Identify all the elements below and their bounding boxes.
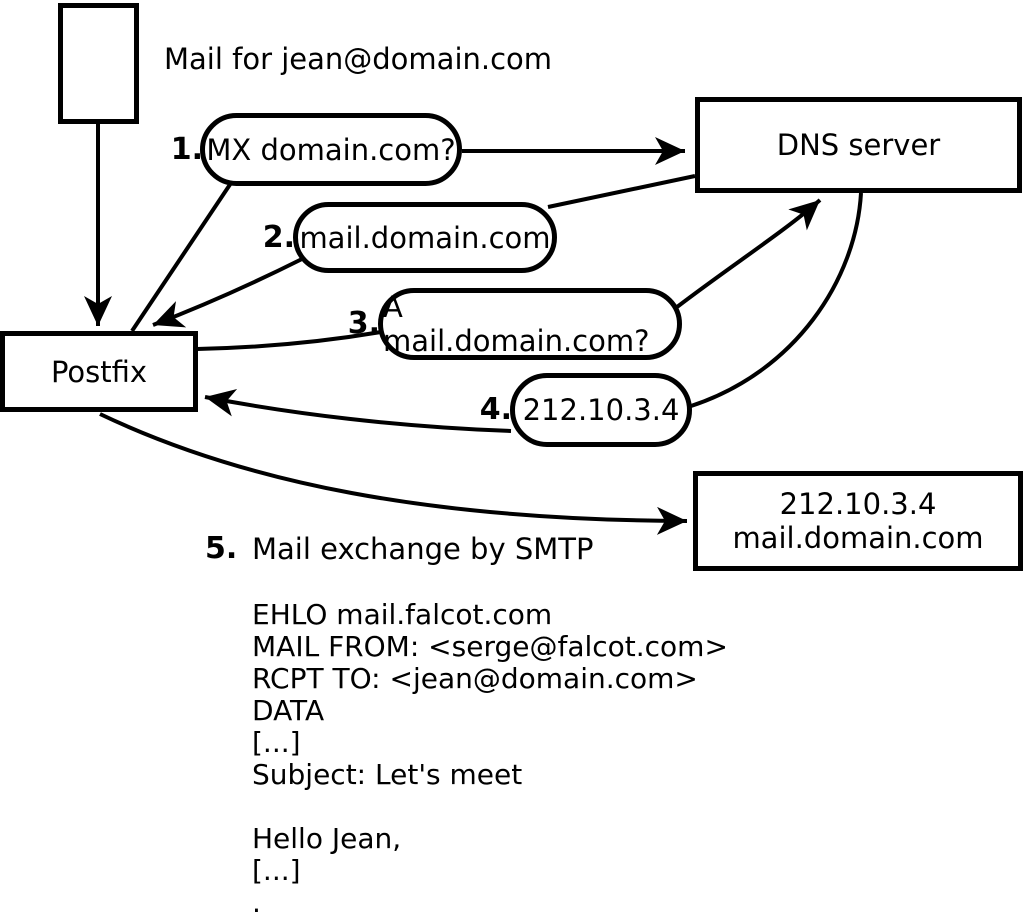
- arrow-mx-answer-to-postfix: [152, 257, 303, 328]
- mail-server-node: 212.10.3.4 mail.domain.com: [693, 471, 1023, 571]
- arrow-a-answer-to-postfix: [204, 388, 512, 433]
- smtp-line-ehlo: EHLO mail.falcot.com: [252, 598, 553, 631]
- step-1-number: 1.: [170, 132, 203, 167]
- step-2-mx-answer-bubble: mail.domain.com: [293, 202, 557, 273]
- mail-for-caption: Mail for jean@domain.com: [164, 42, 553, 76]
- smtp-line-subject: Subject: Let's meet: [252, 758, 523, 791]
- dns-server-label: DNS server: [776, 128, 941, 162]
- mail-letter-node: [58, 3, 139, 124]
- step-3-a-query-bubble: A mail.domain.com?: [378, 288, 682, 360]
- smtp-line-mail-from: MAIL FROM: <serge@falcot.com>: [252, 630, 728, 663]
- step-5-number: 5.: [205, 531, 238, 566]
- smtp-line-ellipsis-2: [...]: [252, 854, 301, 887]
- line-dns-to-mx-answer: [547, 174, 696, 209]
- smtp-line-rcpt-to: RCPT TO: <jean@domain.com>: [252, 662, 698, 695]
- mail-server-hostname: mail.domain.com: [732, 521, 984, 555]
- line-postfix-to-a-query: [196, 330, 382, 351]
- dns-server-node: DNS server: [695, 97, 1022, 193]
- step-1-label: MX domain.com?: [206, 132, 456, 167]
- smtp-line-ellipsis-1: [...]: [252, 726, 301, 759]
- step-4-number: 4.: [479, 392, 512, 427]
- step-2-number: 2.: [262, 220, 295, 255]
- step-3-number: 3.: [347, 306, 380, 341]
- step-4-a-answer-bubble: 212.10.3.4: [510, 373, 692, 447]
- step-4-label: 212.10.3.4: [522, 393, 680, 427]
- postfix-node: Postfix: [0, 331, 198, 412]
- smtp-session-text: EHLO mail.falcot.com MAIL FROM: <serge@f…: [252, 599, 728, 919]
- step-5-label: Mail exchange by SMTP: [252, 532, 594, 566]
- step-1-mx-query-bubble: MX domain.com?: [200, 113, 462, 186]
- step-2-label: mail.domain.com: [299, 220, 551, 255]
- line-postfix-to-mx-query: [130, 181, 233, 333]
- postfix-label: Postfix: [50, 354, 148, 389]
- smtp-line-blank: [252, 791, 728, 823]
- mail-server-ip: 212.10.3.4: [779, 487, 937, 521]
- smtp-line-data: DATA: [252, 694, 325, 727]
- smtp-line-end-dot: .: [252, 886, 261, 919]
- arrow-a-query-to-dns: [675, 198, 822, 309]
- line-dns-to-a-answer: [690, 192, 863, 408]
- arrow-postfix-to-mailserver-smtp: [99, 412, 688, 535]
- step-3-label: A mail.domain.com?: [383, 290, 650, 358]
- smtp-line-hello: Hello Jean,: [252, 822, 402, 855]
